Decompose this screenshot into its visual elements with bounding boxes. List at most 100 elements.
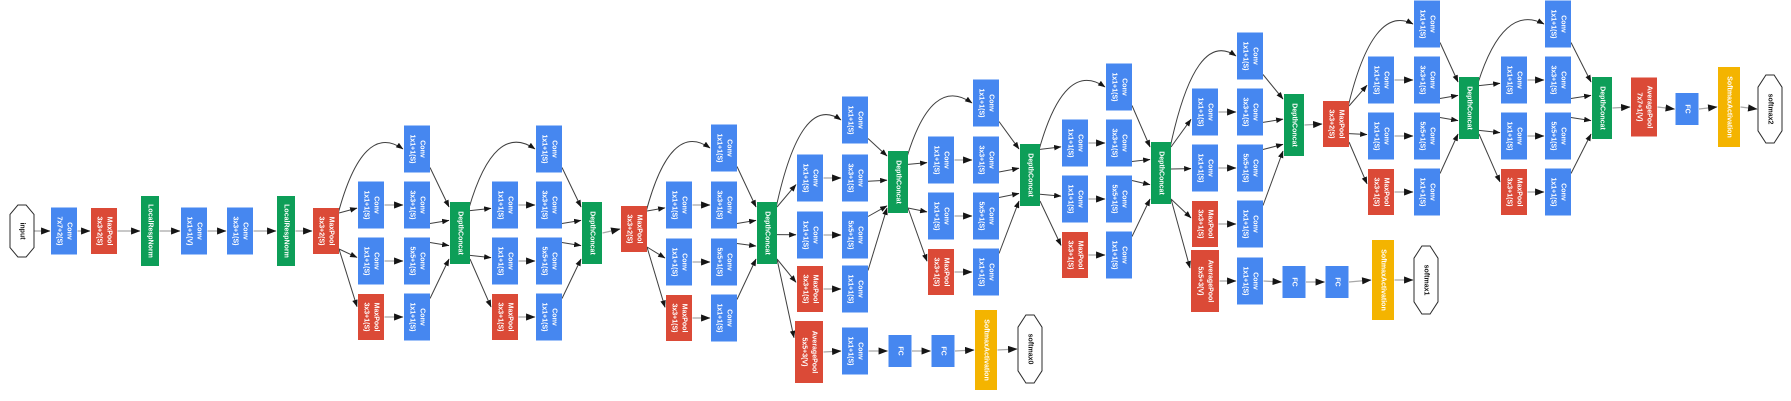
- conv-5x5-1-s--box-shape: [1545, 112, 1571, 160]
- edge-p2-to-3a4a: [338, 248, 358, 308]
- node-label-line2: 1x1+1(S): [802, 221, 809, 250]
- node-label-line2: 1x1+1(S): [1506, 122, 1513, 151]
- node-label-line2: 5x5+1(S): [716, 248, 723, 277]
- maxpool-3x3-1-s--box-shape: [1192, 201, 1218, 247]
- edge-f12-to-sa1: [1348, 277, 1372, 285]
- node-label: FC: [1684, 104, 1691, 113]
- node-label-line1: Conv: [65, 222, 72, 240]
- edge-5ac-to-5b1: [1477, 18, 1545, 84]
- node-label-line2: 3x3+1(S): [1111, 129, 1118, 158]
- maxpool-3x3-1-s--box-shape: [928, 249, 954, 295]
- conv-1x1-1-s--box-shape: [536, 293, 562, 341]
- maxpool-3x3-1-s--box-shape: [1062, 232, 1088, 278]
- node-label-line2: 1x1+1(S): [1067, 129, 1074, 158]
- node-label-line2: 5x5+1(S): [1419, 122, 1426, 151]
- node-label-line2: 5x5+1(S): [1111, 185, 1118, 214]
- node-label: FC: [1334, 277, 1341, 286]
- edge-5a1-to-5ac: [1439, 42, 1459, 83]
- edge-4d1-to-4dc: [1131, 105, 1151, 148]
- conv-1x1-1-s--box-shape: [358, 237, 384, 285]
- localrespnorm-box-shape: [277, 196, 295, 266]
- conv-5x5-1-s--box-shape: [973, 192, 999, 240]
- node-label-line1: AveragePool: [1645, 86, 1652, 129]
- node-label-line2: 1x1+1(S): [671, 191, 678, 220]
- conv-3x3-1-s--box-shape: [536, 181, 562, 229]
- conv-1x1-1-s--box-shape: [973, 79, 999, 127]
- fc-box-shape: [1282, 266, 1306, 298]
- edge-3b4b-to-3bc: [561, 258, 582, 299]
- node-label-line2: 7x7+1(V): [1636, 93, 1643, 122]
- edge-mp45-to-5a2a: [1348, 84, 1368, 107]
- node-label-line1: Conv: [372, 196, 379, 214]
- node-label-line1: Conv: [1515, 127, 1522, 145]
- node-label-line1: Conv: [856, 111, 863, 129]
- edge-4c4b-to-4cc: [998, 200, 1020, 254]
- node-label-line2: 7x7+2(S): [56, 217, 63, 246]
- conv-1x1-1-s--box-shape: [536, 125, 562, 173]
- conv-1x1-1-s--box-shape: [1501, 56, 1527, 104]
- node-label-line1: Conv: [725, 196, 732, 214]
- node-4bc-depthconcat: DepthConcat: [888, 151, 908, 213]
- node-l2-localrespnorm: LocalRespNorm: [277, 196, 295, 266]
- edge-4ec-to-mp45: [1304, 120, 1323, 129]
- edge-3a3b-to-3ac: [429, 241, 450, 248]
- conv-1x1-1-s--box-shape: [666, 238, 692, 286]
- node-label-line1: Conv: [987, 263, 994, 281]
- node-label: DepthConcat: [895, 160, 902, 204]
- node-label-line2: 1x1+1(S): [409, 135, 416, 164]
- node-label-line1: Conv: [1120, 190, 1127, 208]
- node-3bc-depthconcat: DepthConcat: [582, 202, 602, 264]
- conv-1x1-1-s--box-shape: [711, 124, 737, 172]
- node-label: DepthConcat: [1466, 86, 1473, 130]
- node-label-line2: 3x3+1(S): [1506, 178, 1513, 207]
- conv-1x1-1-s--box-shape: [358, 181, 384, 229]
- fc-box-shape: [931, 335, 955, 367]
- edge-4ac-to-4b1: [775, 113, 842, 209]
- node-label: input: [19, 222, 26, 240]
- node-label: LocalRespNorm: [147, 204, 154, 258]
- conv-1x1-1-s--box-shape: [1545, 168, 1571, 216]
- node-label-line2: 1x1+1(S): [541, 135, 548, 164]
- conv-1x1-1-s--box-shape: [1062, 175, 1088, 223]
- softmaxactivation-box-shape: [975, 310, 997, 390]
- edge-4e2b-to-4ec: [1262, 117, 1284, 123]
- node-label-line2: 3x3+1(S): [1067, 241, 1074, 270]
- edge-4a1-to-4ac: [736, 166, 757, 208]
- node-f12-fc: FC: [1325, 266, 1349, 298]
- node-inp-input: input: [9, 204, 35, 258]
- node-label-line2: 3x3+1(S): [671, 304, 678, 333]
- depthconcat-box-shape: [1459, 77, 1479, 139]
- conv-1x1-1-s--box-shape: [1368, 112, 1394, 160]
- edge-4dc-to-ap1: [1170, 198, 1191, 269]
- maxpool-3x3-2-s--box-shape: [91, 208, 117, 254]
- node-label-line2: 3x3+1(S): [847, 164, 854, 193]
- node-label-line1: Conv: [241, 222, 248, 240]
- node-label-line2: 3x3+1(S): [1550, 66, 1557, 95]
- depthconcat-box-shape: [757, 202, 777, 264]
- edge-4dc-to-4e4a: [1170, 198, 1192, 219]
- conv-1x1-1-s--box-shape: [1545, 0, 1571, 48]
- node-label-line2: 1x1+1(S): [1419, 10, 1426, 39]
- node-label-line2: 1x1+1(S): [671, 248, 678, 277]
- edge-mp34-to-4a4a: [646, 246, 666, 308]
- node-label-line1: Conv: [1120, 78, 1127, 96]
- conv-5x5-1-s--box-shape: [711, 238, 737, 286]
- node-label-line2: 1x1+1(S): [497, 247, 504, 276]
- node-label: DepthConcat: [1158, 151, 1165, 195]
